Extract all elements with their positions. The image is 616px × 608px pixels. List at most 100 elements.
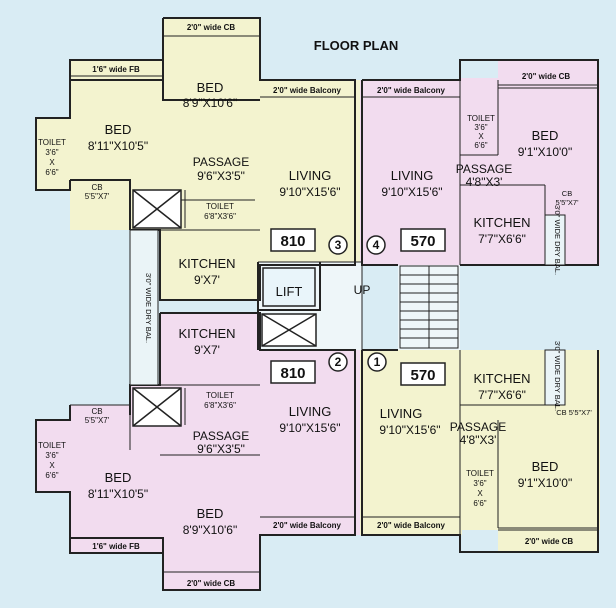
f3-number-circle <box>328 235 348 255</box>
f2-toilet2-dim: 6'8"X3'6" <box>204 401 236 410</box>
f2-kitchen-dim: 9'X7' <box>194 343 220 357</box>
f1-cb: CB 5'5"X7' <box>556 408 592 417</box>
f4-living-dim: 9'10"X15'6" <box>381 185 442 199</box>
f2-passage: PASSAGE <box>193 429 249 443</box>
f2-bed1-dim: 8'9"X10'6" <box>183 523 237 537</box>
f3-toilet-4: 6'6" <box>45 168 58 177</box>
f3-bed2-dim: 8'11"X10'5" <box>88 139 148 153</box>
f3-area: 810 <box>280 233 305 250</box>
f1-balcony: 2'0" wide Balcony <box>377 521 445 530</box>
up-label: UP <box>354 283 371 297</box>
f2-living: LIVING <box>289 404 332 419</box>
f4-toilet-4: 6'6" <box>474 141 487 150</box>
f1-living: LIVING <box>380 406 423 421</box>
dry-balcony-f4 <box>544 214 566 266</box>
f2-kitchen: KITCHEN <box>178 326 235 341</box>
f2-toilet-4: 6'6" <box>45 471 58 480</box>
dry-balcony-f1 <box>544 349 566 406</box>
f4-dry-bal: 3'0" WIDE DRY BAL. <box>553 205 562 275</box>
f3-number: 3 <box>335 238 342 252</box>
f3-cb-dim: 5'5"X7' <box>85 192 110 201</box>
f2-bed2-dim: 8'11"X10'5" <box>88 487 148 501</box>
dry-balcony-left <box>129 229 159 386</box>
f3-toilet-2: 3'6" <box>45 148 58 157</box>
f1-kitchen: KITCHEN <box>473 371 530 386</box>
f3-fb: 1'6" wide FB <box>92 65 140 74</box>
f1-area: 570 <box>410 367 435 384</box>
flat-1-area <box>360 350 600 552</box>
f3-kitchen-dim: 9'X7' <box>194 273 220 287</box>
plan-title: FLOOR PLAN <box>314 38 399 53</box>
f1-bed: BED <box>532 459 559 474</box>
balcony-lines <box>70 35 598 573</box>
lift-label: LIFT <box>276 284 303 299</box>
f3-passage: PASSAGE <box>193 155 249 169</box>
f1-toilet-3: X <box>477 489 483 498</box>
f2-fb: 1'6" wide FB <box>92 542 140 551</box>
lift-box <box>262 267 316 307</box>
f2-toilet-1: TOILET <box>38 441 66 450</box>
f1-passage-dim: 4'8"X3' <box>460 433 497 447</box>
f3-cb: CB <box>91 183 102 192</box>
f4-kitchen-dim: 7'7"X6'6" <box>478 232 526 246</box>
f4-number: 4 <box>373 238 380 252</box>
duct-bottom <box>132 387 182 427</box>
f4-passage-dim: 4'8"X3' <box>466 175 503 189</box>
f3-toilet2-dim: 6'8"X3'6" <box>204 212 236 221</box>
f3-dry-bal: 3'0" WIDE DRY BAL. <box>144 273 153 343</box>
f4-toilet-1: TOILET <box>467 114 495 123</box>
f3-toilet-1: TOILET <box>38 138 66 147</box>
f4-toilet-3: X <box>478 132 484 141</box>
f1-cb-bottom: 2'0" wide CB <box>525 537 574 546</box>
f4-cb: CB <box>562 189 572 198</box>
f2-number: 2 <box>335 355 342 369</box>
f3-living: LIVING <box>289 168 332 183</box>
f2-cb: CB <box>91 407 102 416</box>
f2-bed2: BED <box>105 470 132 485</box>
f1-toilet-2: 3'6" <box>473 479 486 488</box>
f4-living: LIVING <box>391 168 434 183</box>
f4-kitchen: KITCHEN <box>473 215 530 230</box>
f2-area: 810 <box>280 365 305 382</box>
f2-cb-dim: 5'5"X7' <box>85 416 110 425</box>
f1-kitchen-dim: 7'7"X6'6" <box>478 388 526 402</box>
f2-toilet2: TOILET <box>206 391 234 400</box>
f1-area-box <box>400 362 446 386</box>
f4-area-box <box>400 228 446 252</box>
f4-cb-top: 2'0" wide CB <box>522 72 571 81</box>
f1-bed-dim: 9'1"X10'0" <box>518 476 572 490</box>
f1-dry-bal: 3'0" WIDE DRY BAL. <box>553 341 562 411</box>
flat-3-labels: 2'0" wide CB 1'6" wide FB 2'0" wide Balc… <box>38 23 348 343</box>
duct-top <box>132 189 182 229</box>
f2-bed1: BED <box>197 506 224 521</box>
f4-number-circle <box>366 235 386 255</box>
f3-bed1-dim: 8'9"X10'6" <box>183 96 237 110</box>
f4-bed-dim: 9'1"X10'0" <box>518 145 572 159</box>
lift-shaft <box>261 313 317 347</box>
f3-bed2: BED <box>105 122 132 137</box>
f4-area: 570 <box>410 233 435 250</box>
f3-bed1: BED <box>197 80 224 95</box>
f4-cb-dim: 5'5"X7' <box>555 198 579 207</box>
f2-cb-bottom: 2'0" wide CB <box>187 579 236 588</box>
f1-number-circle <box>367 352 387 372</box>
flat-4-labels: 2'0" wide Balcony 2'0" wide CB TOILET 3'… <box>366 72 579 275</box>
f4-bed: BED <box>532 128 559 143</box>
f3-cb-top: 2'0" wide CB <box>187 23 236 32</box>
f3-toilet-3: X <box>49 158 55 167</box>
f3-passage-dim: 9'6"X3'5" <box>197 169 245 183</box>
f3-toilet2: TOILET <box>206 202 234 211</box>
flat-2-labels: KITCHEN 9'X7' CB 5'5"X7' TOILET 6'8"X3'6… <box>38 326 348 588</box>
f3-area-box <box>270 228 316 252</box>
walls <box>35 17 599 591</box>
f1-living-dim: 9'10"X15'6" <box>379 423 440 437</box>
f2-toilet-3: X <box>49 461 55 470</box>
f2-area-box <box>270 360 316 384</box>
f4-toilet-2: 3'6" <box>474 123 487 132</box>
f1-toilet-4: 6'6" <box>473 499 486 508</box>
f3-balcony: 2'0" wide Balcony <box>273 86 341 95</box>
f1-toilet-1: TOILET <box>466 469 494 478</box>
f1-number: 1 <box>374 355 381 369</box>
f2-number-circle <box>328 352 348 372</box>
